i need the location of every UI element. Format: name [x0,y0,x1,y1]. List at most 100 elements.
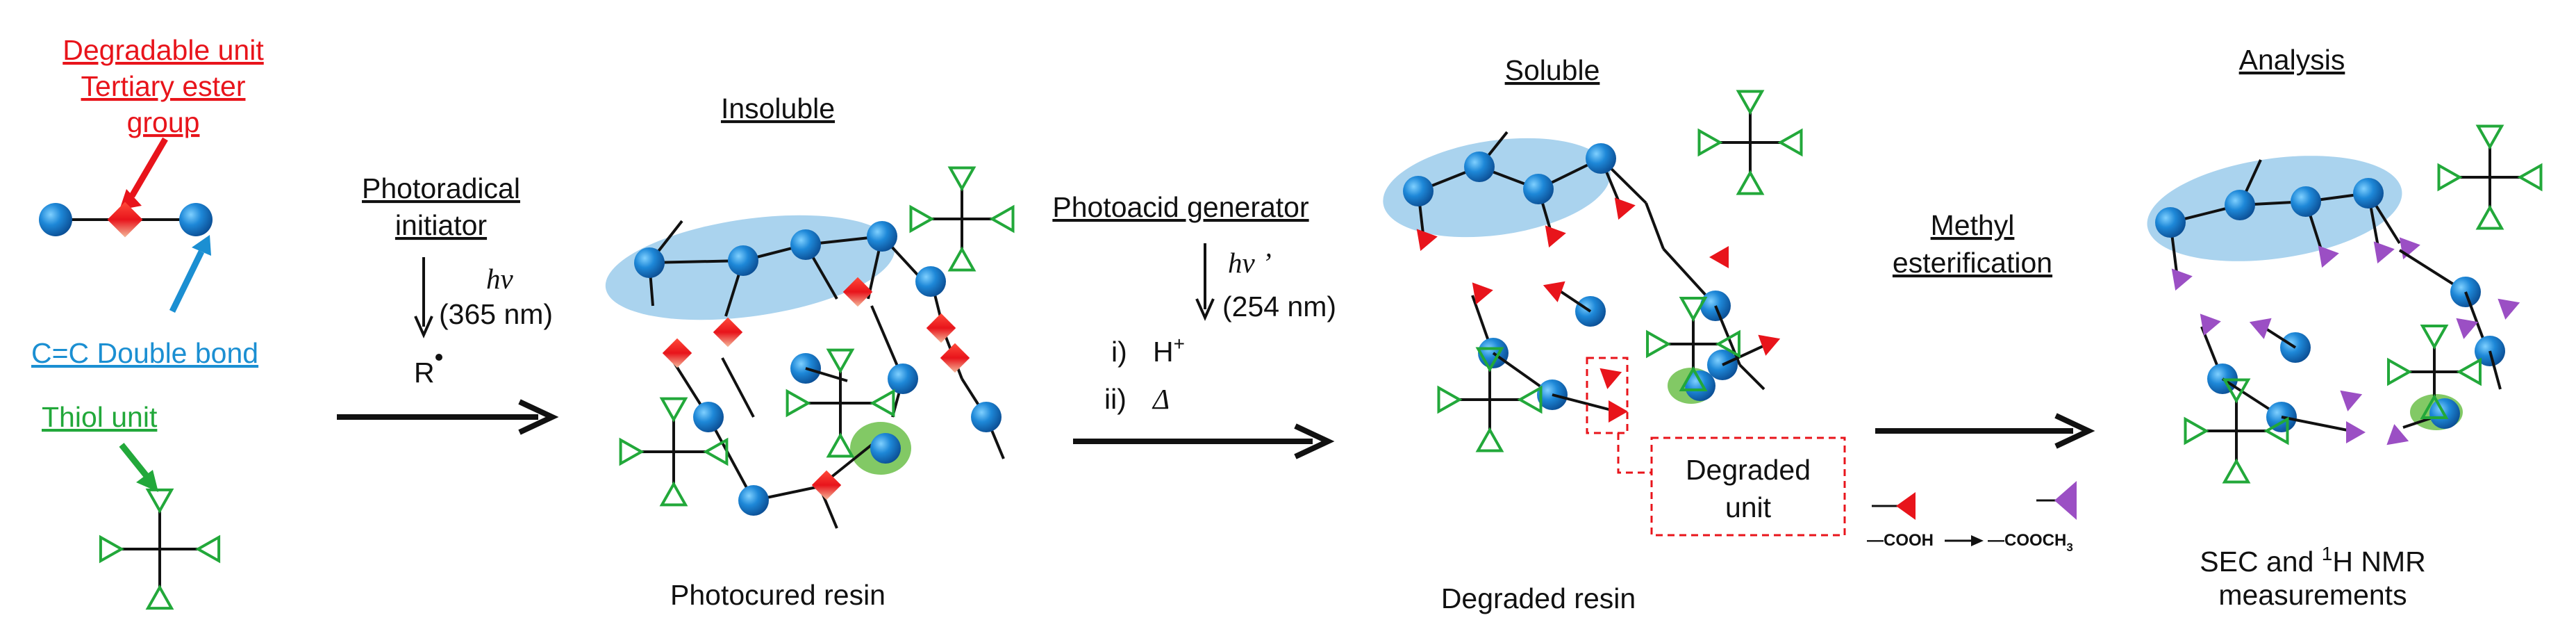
methyl-ester-cone-icon [2171,268,2193,291]
step1-down-arrow-head-icon [414,316,433,338]
cone-shape [2249,318,2272,339]
thiol-triangle-icon [870,389,895,418]
methyl-ester-cone-icon [2249,318,2272,339]
cone-shape [2200,313,2221,336]
cone-shape [1543,281,1565,302]
bond-line [2261,325,2297,349]
cleaved-ester-cone-icon [1758,334,1781,356]
cone-shape [2340,390,2363,411]
triangle-shape [1475,427,1504,452]
thiol-cross-icon [99,488,221,610]
bond-line [1645,202,1665,250]
triangle-shape [947,246,977,272]
triangle-shape [145,585,174,610]
blue-arrow-head-icon [192,235,211,256]
step3-reaction-arrow-head-icon [2054,413,2095,449]
thiol-triangle-icon [826,432,855,458]
thiol-triangle-icon [826,348,855,374]
methyl-ester-cone-icon [2200,313,2221,336]
initiator-label: initiator [395,209,487,241]
degraded-caption: Degraded resin [1441,582,1636,614]
triangle-shape [2222,458,2251,484]
thiol-triangle-icon [2475,204,2504,230]
thiol-triangle-icon [1679,366,1708,391]
triangle-shape [1679,297,1708,322]
step1-reaction-arrow-head-icon [518,399,559,435]
polymer-ellipse [1383,138,1611,238]
degraded-unit-highlight-box [1586,357,1629,434]
double-bond-ball-icon [693,402,724,432]
methylated-network [2147,124,2543,484]
thiol-triangle-icon [2475,124,2504,150]
thiol-triangle-icon [2222,378,2251,404]
step2-hv: hν ’ [1228,247,1272,279]
bond-line [649,259,744,264]
double-bond-ball-icon [738,485,769,516]
bond-line [721,357,755,418]
cleaved-ester-cone-icon [1543,281,1565,302]
thiol-triangle-icon [195,534,221,564]
thiol-triangle-icon [1777,128,1803,157]
triangle-shape [947,166,977,192]
triangle-shape [2475,124,2504,150]
thiol-cross-icon [1646,297,1740,391]
ester-diamond-icon [662,338,692,368]
triangle-shape [2184,416,2209,446]
triangle-shape [989,204,1015,234]
ester-diamond-icon [811,470,842,500]
thiol-triangle-icon [1736,90,1765,115]
cleaved-ester-cone-icon [1609,400,1628,423]
thiol-cross-icon [1437,347,1543,452]
triangle-shape [2475,204,2504,230]
radical-dot-icon [435,354,442,361]
double-bond-ball-icon [1464,152,1495,182]
cone-shape [1758,334,1781,356]
double-bond-ball-icon [915,266,946,297]
cooch3-label: —COOCH3 [1988,531,2073,554]
methyl-ester-cone-icon [2373,241,2395,264]
step2-item1: H+ [1153,333,1185,368]
triangle-shape [1475,347,1504,373]
thiol-triangle-icon [947,166,977,192]
step-photoacid: Photoacid generator hν ’ (254 nm) i) H+ … [1052,191,1336,459]
methyl-ester-cone-icon [2346,421,2366,443]
bond-line [2281,416,2352,432]
thiol-triangle-icon [145,585,174,610]
triangle-shape [786,389,811,418]
triangle-shape [2517,163,2543,192]
monomer-ball-left-icon [39,203,72,236]
red-arrow-icon [129,137,168,198]
photoacid-label: Photoacid generator [1052,191,1308,223]
double-bond-ball-icon [1403,176,1434,206]
double-bond-ball-icon [867,221,897,252]
triangle-shape [1736,90,1765,115]
triangle-shape [195,534,221,564]
triangle-shape [1777,128,1803,157]
triangle-shape [2437,163,2463,192]
thiol-cross-icon [909,166,1015,272]
triangle-shape [1646,329,1672,359]
cone-shape [2171,268,2193,291]
cone-shape [2456,318,2479,339]
triangle-shape [2456,357,2482,386]
cooh-label: —COOH [1867,531,1934,550]
cone-shape [2318,245,2339,268]
cone-shape [1599,368,1622,389]
cooh-cone-icon [1896,492,1916,520]
triangle-shape [2387,357,2413,386]
triangle-shape [826,348,855,374]
monomer-ball-right-icon [179,203,213,236]
bond-line [1738,363,1765,391]
cleaved-ester-cone-icon [1614,197,1636,220]
cone-shape [1545,225,1566,248]
thiol-triangle-icon [145,488,174,514]
bond-line [707,416,755,501]
double-bond-ball-icon [971,402,1002,432]
blue-arrow-icon [169,250,205,313]
thiol-triangle-icon [786,389,811,418]
panel-analysis: Analysis SEC and 1H NMR measurements [2147,44,2543,611]
degradable-unit-label: Degradable unit [63,34,264,66]
step-photoradical: Photoradical initiator hν (365 nm) R [337,172,559,435]
cone-shape [1614,197,1636,220]
